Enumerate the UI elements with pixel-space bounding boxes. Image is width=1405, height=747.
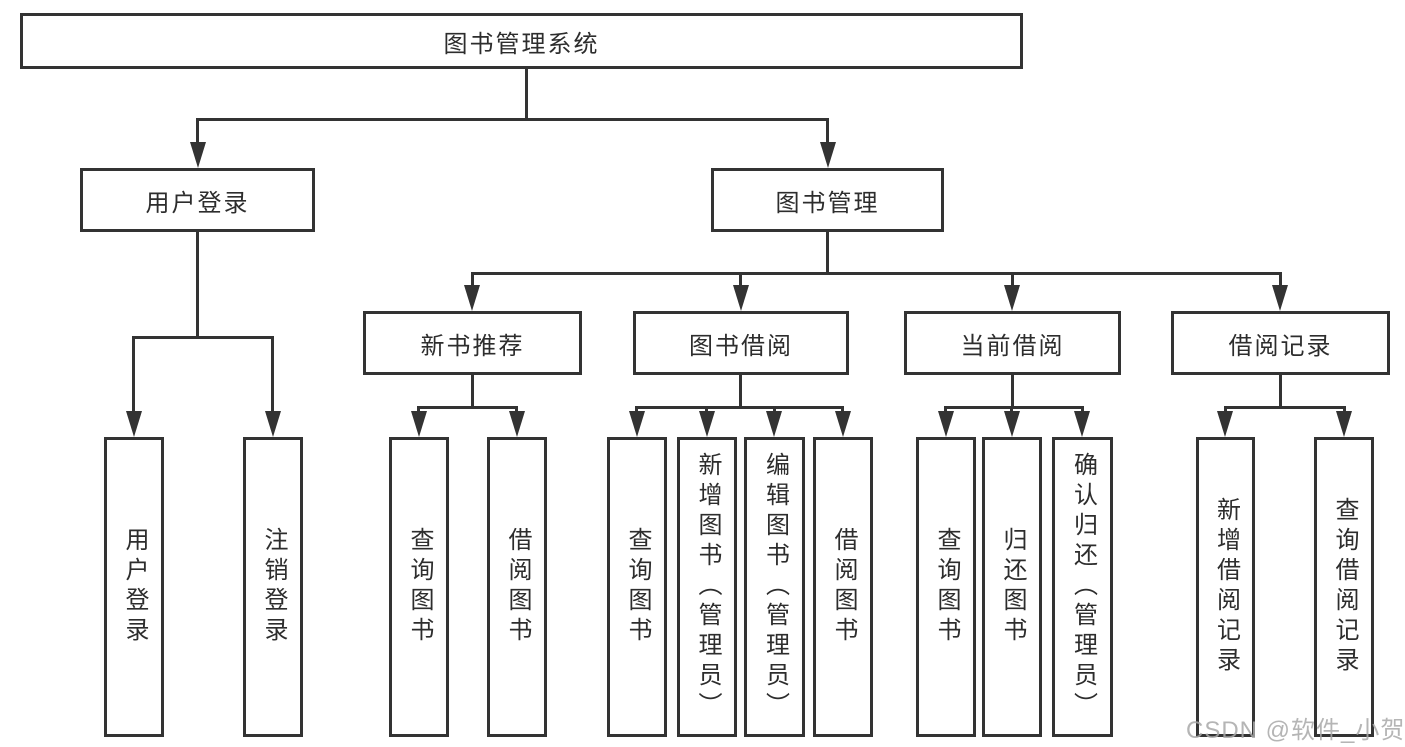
node-label: 用户登录 — [145, 189, 250, 217]
leaf-add-borrow-record: 新增借阅记录 — [1196, 437, 1255, 737]
node-label: 查询图书 — [624, 527, 651, 647]
connector — [635, 406, 844, 409]
node-label: 借阅图书 — [504, 527, 531, 647]
node-label: 新增图书（管理员） — [694, 452, 721, 722]
leaf-query-books: 查询图书 — [607, 437, 667, 737]
node-label: 当前借阅 — [960, 332, 1065, 360]
node-borrow-records: 借阅记录 — [1171, 311, 1390, 375]
connector — [1224, 406, 1345, 409]
node-label: 新书推荐 — [420, 332, 525, 360]
connector — [196, 118, 199, 150]
arrow-down-icon — [733, 285, 749, 311]
arrow-down-icon — [1004, 285, 1020, 311]
arrow-down-icon — [835, 411, 851, 437]
leaf-user-login: 用户登录 — [104, 437, 164, 737]
node-label: 用户登录 — [121, 527, 148, 647]
leaf-query-books-recommend: 查询图书 — [389, 437, 449, 737]
connector — [196, 118, 829, 121]
connector — [1011, 272, 1014, 295]
node-label: 图书借阅 — [689, 332, 793, 360]
arrow-down-icon — [1272, 285, 1288, 311]
arrow-down-icon — [1004, 411, 1020, 437]
arrow-down-icon — [411, 411, 427, 437]
csdn-watermark: CSDN @软件_小贺同学 — [1186, 717, 1405, 744]
connector — [826, 232, 829, 272]
node-label: 编辑图书（管理员） — [761, 452, 789, 722]
connector — [132, 336, 135, 420]
node-label: 归还图书 — [999, 527, 1026, 647]
connector — [196, 232, 199, 336]
leaf-borrow-books: 借阅图书 — [813, 437, 873, 737]
connector — [471, 272, 1282, 275]
connector — [471, 272, 474, 295]
arrow-down-icon — [265, 411, 281, 437]
leaf-borrow-books-recommend: 借阅图书 — [487, 437, 547, 737]
arrow-down-icon — [1336, 411, 1352, 437]
leaf-query-books-current: 查询图书 — [916, 437, 976, 737]
connector — [417, 406, 518, 409]
connector — [525, 69, 528, 120]
arrow-down-icon — [766, 411, 782, 437]
connector — [1011, 375, 1014, 406]
leaf-return-books: 归还图书 — [982, 437, 1042, 737]
arrow-down-icon — [1217, 411, 1233, 437]
node-book-borrow: 图书借阅 — [633, 311, 849, 375]
arrow-down-icon — [464, 285, 480, 311]
connector — [471, 375, 474, 406]
leaf-logout: 注销登录 — [243, 437, 303, 737]
connector — [1279, 375, 1282, 406]
leaf-edit-books-admin: 编辑图书（管理员） — [744, 437, 805, 737]
node-label: 新增借阅记录 — [1212, 497, 1240, 677]
arrow-down-icon — [699, 411, 715, 437]
arrow-down-icon — [629, 411, 645, 437]
arrow-down-icon — [509, 411, 525, 437]
leaf-confirm-return-admin: 确认归还（管理员） — [1052, 437, 1113, 737]
connector — [1279, 272, 1282, 295]
connector — [826, 118, 829, 150]
connector — [739, 272, 742, 295]
node-label: 确认归还（管理员） — [1069, 452, 1097, 722]
node-label: 图书管理 — [775, 189, 880, 217]
node-book-management: 图书管理 — [711, 168, 944, 232]
connector — [132, 336, 274, 339]
connector — [739, 375, 742, 406]
arrow-down-icon — [938, 411, 954, 437]
node-label: 借阅记录 — [1228, 332, 1333, 360]
connector — [271, 336, 274, 420]
leaf-query-borrow-record: 查询借阅记录 — [1314, 437, 1374, 737]
connector — [944, 406, 1083, 409]
node-user-login: 用户登录 — [80, 168, 315, 232]
leaf-add-books-admin: 新增图书（管理员） — [677, 437, 737, 737]
arrow-down-icon — [126, 411, 142, 437]
node-label: 查询图书 — [933, 527, 960, 647]
node-library-system: 图书管理系统 — [20, 13, 1023, 69]
arrow-down-icon — [190, 142, 206, 168]
node-new-book-recommend: 新书推荐 — [363, 311, 582, 375]
arrow-down-icon — [820, 142, 836, 168]
node-label: 查询图书 — [406, 527, 433, 647]
arrow-down-icon — [1074, 411, 1090, 437]
node-label: 图书管理系统 — [443, 30, 600, 58]
node-label: 借阅图书 — [830, 527, 857, 647]
node-label: 查询借阅记录 — [1331, 497, 1358, 677]
node-current-borrow: 当前借阅 — [904, 311, 1121, 375]
node-label: 注销登录 — [260, 527, 287, 647]
